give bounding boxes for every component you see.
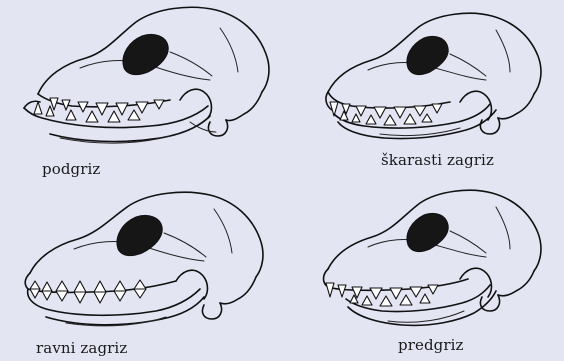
skull-level-bite-figure [0, 181, 282, 361]
skull-overbite-drawing [282, 181, 564, 341]
caption-overbite: predgriz [398, 336, 464, 354]
caption-underbite: podgriz [42, 160, 100, 178]
skull-overbite-figure [282, 181, 564, 361]
skull-scissor-bite-drawing [282, 0, 564, 160]
skull-underbite-figure [0, 0, 282, 180]
skull-level-bite-drawing [0, 181, 282, 341]
skull-underbite-drawing [0, 0, 282, 160]
caption-level-bite: ravni zagriz [36, 339, 127, 357]
caption-scissor-bite: škarasti zagriz [381, 151, 494, 169]
